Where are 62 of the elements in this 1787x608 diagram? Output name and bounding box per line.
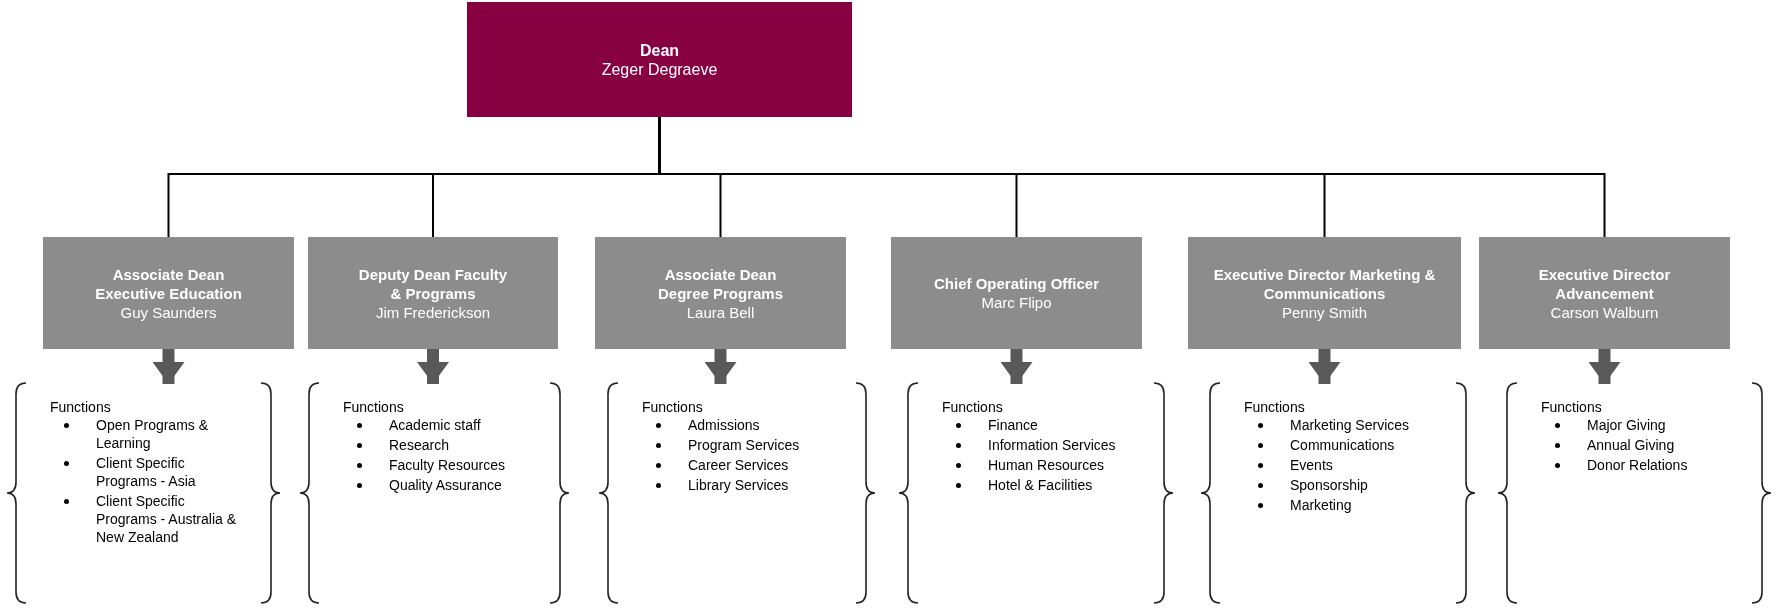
person-name: Guy Saunders [120, 302, 217, 322]
role-box [595, 237, 846, 349]
list-item: Open Programs & Learning [96, 416, 210, 452]
list-item: Quality Assurance [389, 476, 502, 494]
function-list [1497, 382, 1772, 604]
list-item: Information Services [988, 436, 1116, 454]
role-title: Dean [639, 40, 680, 60]
person-name: Laura Bell [686, 302, 755, 322]
list-item: Annual Giving [1587, 436, 1675, 454]
role-box [1188, 237, 1461, 349]
list-heading: Functions [1541, 398, 1603, 416]
role-box [43, 237, 294, 349]
function-list [6, 382, 281, 604]
role-box [891, 237, 1142, 349]
list-heading: Functions [942, 398, 1004, 416]
role-title: Associate Dean Degree Programs [656, 264, 785, 303]
list-item: Events [1290, 456, 1333, 474]
block-arrow [1000, 349, 1033, 384]
list-heading: Functions [50, 398, 112, 416]
block-arrow [152, 349, 185, 384]
role-title: Executive Director Advancement [1537, 264, 1672, 303]
function-list [1200, 382, 1476, 604]
function-list [299, 382, 570, 604]
person-name: Penny Smith [1281, 302, 1367, 322]
list-item: Library Services [688, 476, 789, 494]
list-item: Communications [1290, 436, 1395, 454]
list-heading: Functions [642, 398, 704, 416]
block-arrow [1588, 349, 1621, 384]
list-item: Marketing Services [1290, 416, 1410, 434]
role-box [1479, 237, 1730, 349]
list-item: Donor Relations [1587, 456, 1688, 474]
list-item: Client Specific Programs - Australia & New Zealand [96, 492, 238, 546]
list-item: Client Specific Programs - Asia [96, 454, 197, 490]
list-item: Marketing [1290, 496, 1352, 514]
list-item: Admissions [688, 416, 760, 434]
list-item: Hotel & Facilities [988, 476, 1093, 494]
list-item: Sponsorship [1290, 476, 1368, 494]
function-list [598, 382, 876, 604]
person-name: Jim Frederickson [375, 302, 491, 322]
function-list [898, 382, 1174, 604]
role-title: Chief Operating Officer [934, 274, 1099, 293]
list-item: Human Resources [988, 456, 1104, 474]
person-name: Marc Flipo [981, 293, 1052, 312]
block-arrow [1308, 349, 1341, 384]
list-item: Research [389, 436, 449, 454]
list-item: Major Giving [1587, 416, 1666, 434]
role-title: Executive Director Marketing & Communications [1212, 264, 1437, 303]
list-item: Program Services [688, 436, 800, 454]
block-arrow [704, 349, 737, 384]
role-box [308, 237, 558, 349]
block-arrow [417, 349, 449, 384]
dean-box [467, 2, 852, 117]
person-name: Carson Walburn [1550, 302, 1659, 322]
person-name: Zeger Degraeve [601, 59, 718, 79]
list-heading: Functions [343, 398, 405, 416]
list-item: Career Services [688, 456, 789, 474]
role-title: Deputy Dean Faculty & Programs [357, 264, 509, 303]
list-item: Finance [988, 416, 1038, 434]
role-title: Associate Dean Executive Education [94, 264, 243, 303]
list-heading: Functions [1244, 398, 1306, 416]
list-item: Academic staff [389, 416, 481, 434]
list-item: Faculty Resources [389, 456, 505, 474]
